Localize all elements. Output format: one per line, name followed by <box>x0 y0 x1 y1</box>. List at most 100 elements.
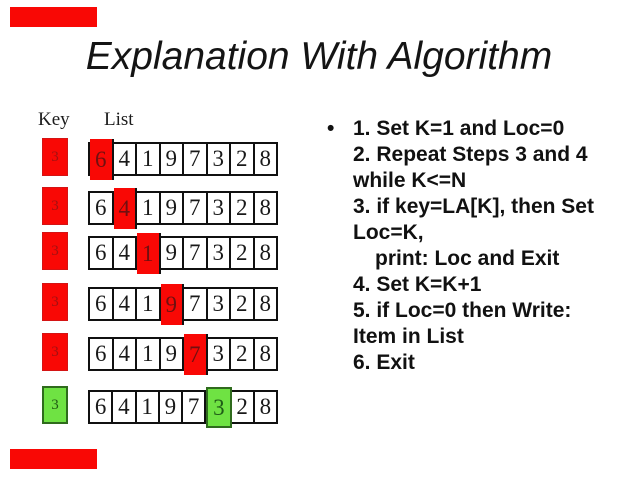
list-cell: 6 <box>90 238 114 268</box>
list-cell: 3 <box>208 238 231 268</box>
cell-value: 4 <box>118 291 131 316</box>
algorithm-line: Loc=K, <box>353 221 424 244</box>
cell-value: 1 <box>142 240 154 266</box>
list-cell-found: 3 <box>206 387 232 428</box>
cell-value: 1 <box>141 394 153 419</box>
cell-value: 3 <box>212 195 225 220</box>
cell-value: 2 <box>236 341 248 366</box>
list-cell: 1 <box>137 144 161 174</box>
cell-value: 7 <box>189 291 201 316</box>
algorithm-line: 5. if Loc=0 then Write: <box>353 299 572 322</box>
list-cell: 8 <box>255 339 277 369</box>
list-cell: 6 <box>90 193 114 223</box>
key-value: 3 <box>51 197 59 214</box>
bullet-marker: • <box>327 117 335 140</box>
cell-value: 1 <box>142 146 154 171</box>
cell-value: 9 <box>165 240 178 265</box>
cell-value: 7 <box>189 195 201 220</box>
algorithm-line: print: Loc and Exit <box>375 247 560 270</box>
list-cell: 1 <box>137 392 160 422</box>
list-cell: 8 <box>255 193 277 223</box>
list-cell: 4 <box>114 289 137 319</box>
list-cell: 9 <box>161 339 184 369</box>
list-column-label: List <box>104 109 134 130</box>
list-cell: 7 <box>183 392 207 422</box>
list-cell-checked: 4 <box>113 188 137 229</box>
cell-value: 2 <box>236 240 248 265</box>
list-cell: 9 <box>161 193 184 223</box>
list-cell: 2 <box>231 144 255 174</box>
list-cell: 6 <box>90 392 114 422</box>
list-cell-checked: 1 <box>137 233 161 274</box>
key-box: 3 <box>42 333 68 371</box>
cell-value: 4 <box>118 195 131 221</box>
list-cell: 1 <box>137 339 161 369</box>
list-cell: 9 <box>161 144 184 174</box>
list-cell: 9 <box>161 238 184 268</box>
cell-value: 1 <box>142 341 154 366</box>
list-cell: 8 <box>255 238 277 268</box>
list-cell: 2 <box>232 392 255 422</box>
algorithm-line: 3. if key=LA[K], then Set <box>353 195 594 218</box>
cell-value: 4 <box>118 146 131 171</box>
list-cell: 6 <box>90 339 114 369</box>
list-cell: 1 <box>137 289 161 319</box>
cell-value: 8 <box>259 195 272 220</box>
list-cell: 4 <box>114 238 137 268</box>
cell-value: 3 <box>213 394 225 420</box>
list-cell: 8 <box>255 289 277 319</box>
list-cell: 4 <box>114 144 137 174</box>
cell-value: 3 <box>212 146 225 171</box>
cell-value: 8 <box>259 240 272 265</box>
list-cell: 2 <box>231 238 255 268</box>
accent-bar-top <box>10 7 97 27</box>
key-box-found: 3 <box>42 386 68 424</box>
key-value: 3 <box>51 242 59 259</box>
list-cell: 4 <box>114 339 137 369</box>
list-cell: 3 <box>208 339 231 369</box>
cell-value: 7 <box>189 240 201 265</box>
list-cell: 7 <box>184 193 208 223</box>
cell-value: 9 <box>165 146 178 171</box>
list-cell: 8 <box>255 144 277 174</box>
list-cell: 6 <box>90 289 114 319</box>
cell-value: 7 <box>189 341 201 367</box>
cell-value: 2 <box>236 146 248 171</box>
cell-value: 4 <box>118 394 130 419</box>
cell-value: 9 <box>165 341 178 366</box>
algorithm-line: 2. Repeat Steps 3 and 4 <box>353 143 588 166</box>
key-value: 3 <box>51 148 59 165</box>
key-box: 3 <box>42 232 68 270</box>
cell-value: 6 <box>95 195 107 220</box>
cell-value: 8 <box>259 146 272 171</box>
list-cell: 1 <box>137 193 161 223</box>
list-cell: 7 <box>184 144 208 174</box>
key-box: 3 <box>42 138 68 176</box>
cell-value: 6 <box>95 240 107 265</box>
cell-value: 7 <box>189 146 201 171</box>
cell-value: 9 <box>165 195 178 220</box>
list-cell-checked: 6 <box>90 139 114 180</box>
list-cell: 3 <box>208 193 231 223</box>
list-cell: 4 <box>113 392 137 422</box>
cell-value: 6 <box>95 146 107 172</box>
cell-value: 6 <box>95 291 107 316</box>
cell-value: 9 <box>164 394 177 419</box>
cell-value: 3 <box>212 240 225 265</box>
list-cell: 9 <box>160 392 183 422</box>
cell-value: 4 <box>118 341 131 366</box>
algorithm-line: 6. Exit <box>353 351 415 374</box>
list-cell: 2 <box>231 289 255 319</box>
